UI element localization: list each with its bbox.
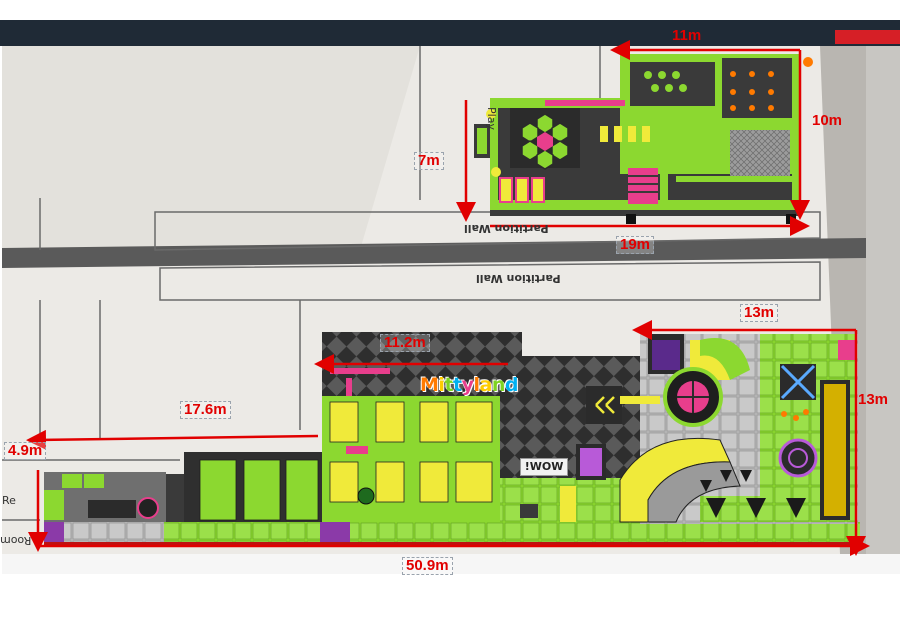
room-label-2: Room: [0, 534, 32, 547]
dim-lower-right-depth: 13m: [858, 391, 889, 408]
dim-lower-left-height: 4.9m: [4, 442, 47, 460]
logo-letter: i: [438, 374, 445, 396]
logo-letter: a: [479, 374, 493, 396]
partition-wall-label-upper: Partition Wall: [464, 222, 549, 235]
dim-lower-right-top: 13m: [740, 304, 779, 322]
partition-wall-label-lower: Partition Wall: [476, 272, 561, 285]
lower-play-structure: [44, 332, 860, 546]
dimension-lines: [26, 40, 870, 556]
upper-play-structure: [474, 54, 813, 224]
red-tab: [835, 30, 900, 44]
dim-lower-left-reach: 17.6m: [180, 401, 231, 419]
wow-sign: WOW!: [520, 458, 568, 476]
room-label-1: Re: [2, 494, 16, 507]
logo-letter: y: [461, 374, 474, 396]
mittyland-logo: Mittyland: [420, 374, 519, 396]
dim-upper-left-depth: 7m: [414, 152, 444, 170]
dim-upper-right-depth: 10m: [812, 112, 843, 129]
wall-band: [2, 238, 866, 268]
dim-total-length: 50.9m: [402, 557, 453, 575]
dim-upper-width: 11m: [672, 27, 702, 44]
logo-letter: M: [420, 374, 439, 396]
dim-upper-bottom-width: 19m: [616, 236, 655, 254]
header-band: [0, 20, 900, 46]
logo-letter: t: [444, 374, 454, 396]
logo-letter: l: [473, 374, 481, 396]
play-label: Play: [484, 107, 498, 130]
logo-letter: n: [491, 374, 506, 396]
logo-letter: d: [504, 374, 519, 396]
logo-letter: t: [453, 374, 462, 396]
dim-lower-center-top: 11.2m: [380, 334, 430, 352]
